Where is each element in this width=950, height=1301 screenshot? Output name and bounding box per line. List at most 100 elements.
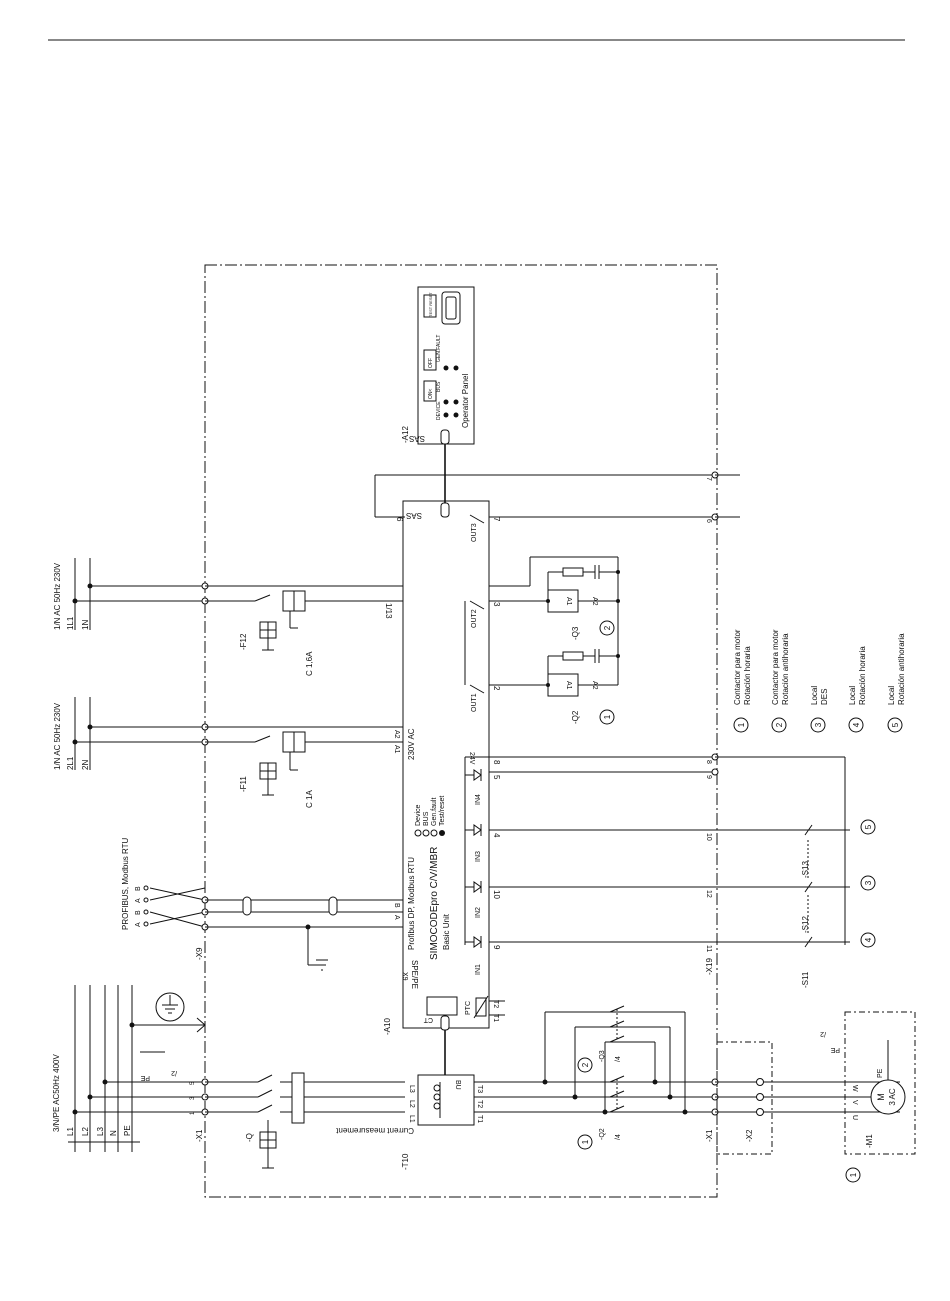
ct-out-t3: T3 [476, 1085, 483, 1093]
legend-2-line1: Contactor para motor [771, 629, 780, 705]
pe-ref-right: /2 [820, 1030, 826, 1037]
supply-1-l1: 1L1 [66, 616, 75, 630]
q3-a1: A1 [565, 597, 572, 606]
q2-label-contacts: -Q2 [599, 1128, 606, 1140]
panel-sas-connector [440, 429, 450, 445]
btn-on-left: ON< [428, 389, 434, 400]
motor-w: W [851, 1085, 858, 1092]
supply-1-title: 1/N AC 50Hz 230V [53, 562, 62, 630]
supply-1-bus [72, 556, 618, 651]
in-pin-8: 8 [492, 760, 501, 765]
f11-rating: C 1A [305, 790, 314, 808]
breaker-label: -Q [245, 1133, 254, 1142]
led-device: DEVICE [436, 401, 442, 420]
out-pin-2: 2 [492, 686, 501, 691]
status-bus: BUS [423, 811, 430, 826]
legend-4-line1: Local [848, 686, 857, 705]
f11-label: -F11 [239, 776, 248, 792]
s13-label: -S13 [801, 861, 810, 878]
label-24v: 24V [468, 752, 475, 765]
ct-label: CT [423, 1016, 433, 1023]
term-b: B [393, 903, 400, 908]
a12-label: -A12 [401, 426, 410, 443]
simocode-title: SIMOCODEpro C/V/MBR [429, 847, 440, 960]
current-measurement [417, 1074, 475, 1126]
main-contacts [542, 1005, 688, 1115]
legend-num-4: 4 [852, 722, 861, 727]
led-bus: BUS [436, 381, 442, 392]
pe-label-right: PE [830, 1046, 840, 1053]
simocode-inputs [464, 756, 850, 948]
sas-connector [440, 502, 450, 518]
simocode-x9: X9 [401, 972, 408, 981]
status-genfault: Gen.fault [431, 798, 438, 826]
simocode-basic: Basic Unit [442, 913, 451, 950]
q3-a2: A2 [591, 597, 598, 606]
x19-term-8: 8 [705, 760, 712, 764]
status-testreset: Test/reset [439, 796, 446, 826]
a10-label: -A10 [383, 1018, 392, 1035]
out2-label: OUT2 [471, 609, 478, 628]
supply-1-n: 1N [81, 620, 90, 630]
legend-num-3: 3 [814, 722, 823, 727]
mark-switch-4: 4 [864, 937, 873, 942]
s12-label: -S12 [801, 916, 810, 933]
mark-contact-2-circle [577, 1057, 593, 1073]
btn-test-reset: TEST RESET [428, 292, 433, 317]
legend-3-line2: DES [820, 689, 829, 705]
in3-label: IN3 [475, 851, 482, 862]
profibus-title: PROFIBUS, Modbus RTU [121, 837, 130, 930]
x19-term-10: 10 [705, 833, 712, 841]
breaker-q [205, 1072, 405, 1169]
simocode-status-leds [414, 829, 445, 837]
legend-circle-5 [887, 717, 903, 733]
profibus-wiring [143, 885, 405, 971]
in4-label: IN4 [475, 794, 482, 805]
enclosure-frame [204, 264, 718, 1198]
right-terminals [711, 471, 900, 1116]
current-measurement-label: Current measurement [335, 1126, 414, 1135]
out-pin-7: 7 [492, 517, 501, 522]
x19-term-9: 9 [705, 775, 712, 779]
mark-switch-5: 5 [864, 824, 873, 829]
out-pin-3: 3 [492, 602, 501, 607]
x2-label: -X2 [745, 1129, 754, 1142]
legend-circle-2 [771, 717, 787, 733]
motor-3ac: 3 AC [888, 1088, 897, 1106]
legend-num-2: 2 [775, 722, 784, 727]
operator-panel-title: Operator Panel [461, 374, 470, 428]
t2-label: T2 [492, 1000, 499, 1008]
in1-label: IN1 [475, 964, 482, 975]
x1-label-right: -X1 [705, 1129, 714, 1142]
mark-contact-1: 1 [581, 1139, 590, 1144]
legend-4-line2: Rotación horaria [858, 646, 867, 705]
pe-label-left: PE [140, 1074, 150, 1081]
sas-panel-label: SAS [409, 434, 425, 443]
mark-switch-3: 3 [864, 880, 873, 885]
ptc-block [426, 996, 458, 1016]
legend [733, 717, 903, 733]
local-switches [804, 819, 876, 948]
simocode-ac230: 230V AC [407, 728, 416, 760]
x19-term-12: 12 [705, 890, 712, 898]
x1-term-1: 1 [190, 1111, 196, 1115]
ct-in-l1: L1 [408, 1115, 415, 1123]
profibus-b2: B [135, 910, 142, 915]
simocode-bus: Profibus DP, Modbus RTU [407, 857, 416, 950]
supply-2-bus [72, 697, 405, 796]
mark-contact-1-circle [577, 1134, 593, 1150]
supply-2-l1: 2L1 [66, 756, 75, 770]
q2-ref: /4 [615, 1134, 622, 1140]
btn-off: OFF [428, 358, 434, 368]
ct-out-t2: T2 [476, 1100, 483, 1108]
x19-label: -X19 [705, 958, 714, 975]
legend-2-line2: Rotación antihoraria [781, 633, 790, 705]
sas-top-label: SAS [406, 511, 422, 520]
q3-label-contacts: -Q3 [599, 1050, 606, 1062]
coil-q3 [546, 557, 620, 613]
term-a2: A2 [393, 730, 400, 739]
motor-mark: 1 [849, 1172, 858, 1177]
out-pin-6: 6 [395, 517, 404, 522]
in-pin-4: 4 [492, 833, 501, 838]
